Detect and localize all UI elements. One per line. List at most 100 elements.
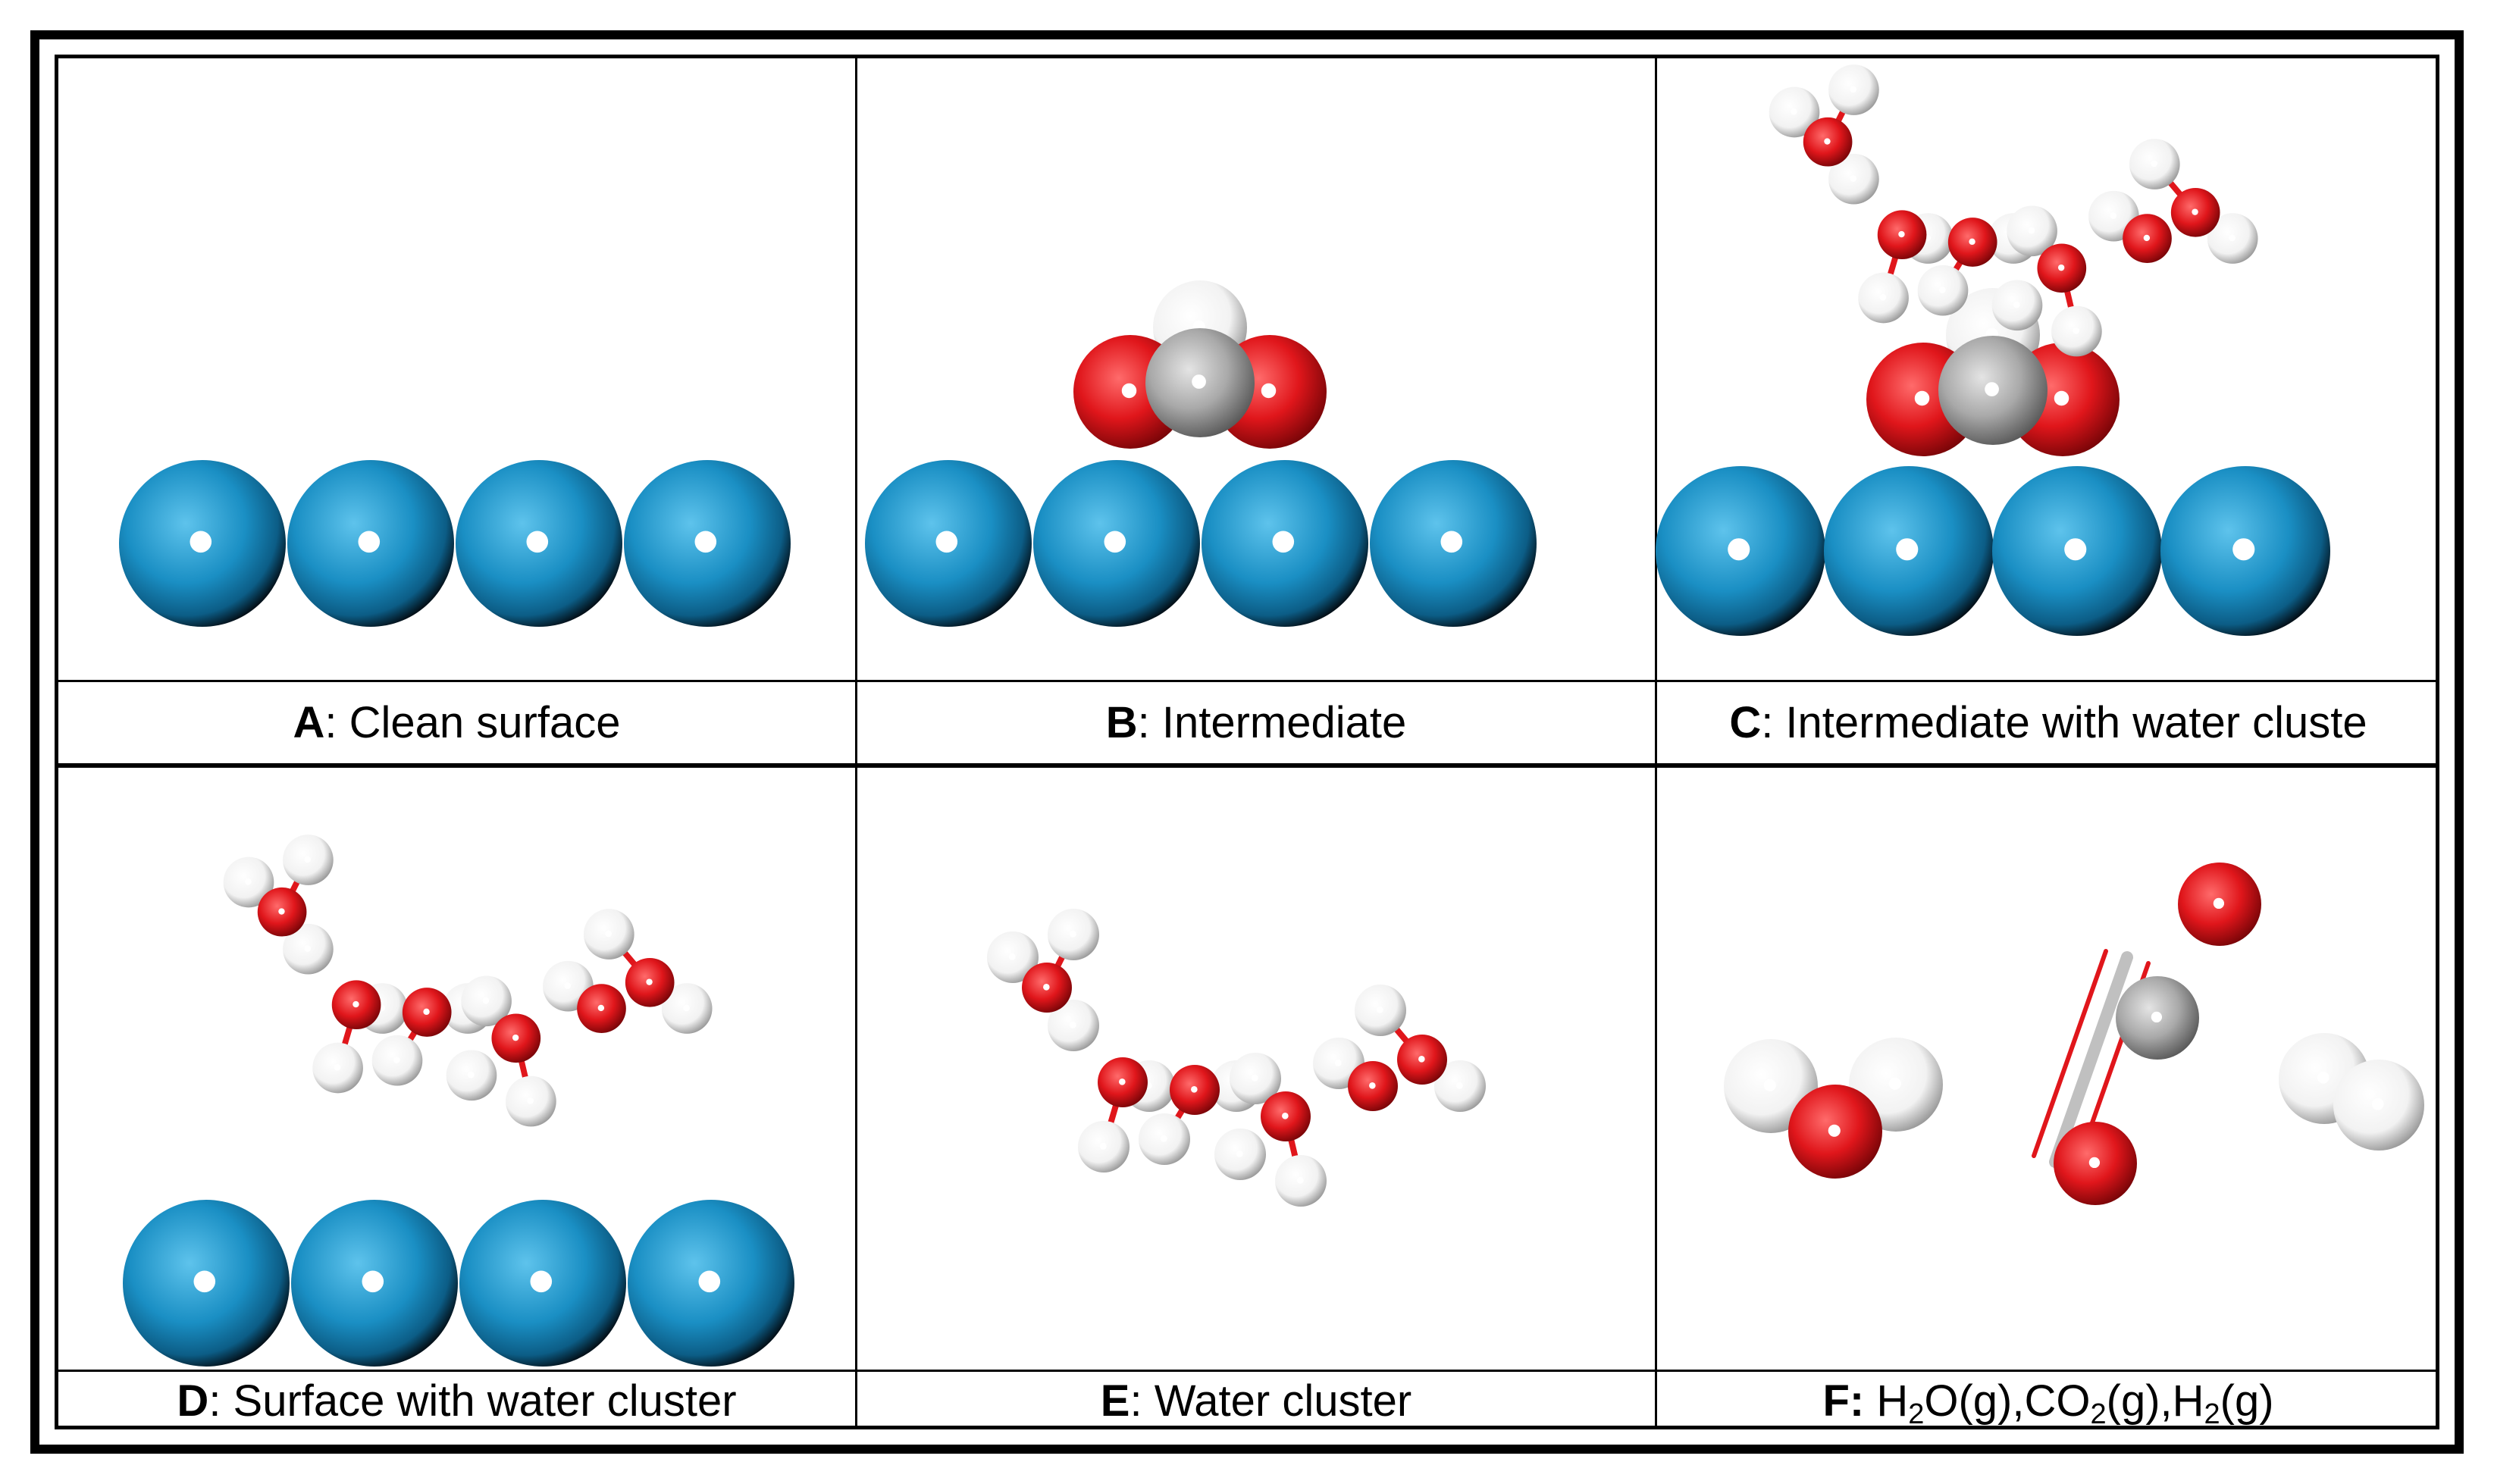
metal-atom <box>1824 466 1994 636</box>
panel-f-caption: F: H2O(g),CO2(g),H2(g) <box>1657 1372 2439 1429</box>
hydrogen-atom <box>283 923 334 975</box>
hydrogen-atom <box>283 834 334 885</box>
metal-atom <box>456 460 622 627</box>
oxygen-atom <box>1947 218 1997 267</box>
hydrogen-atom <box>2207 213 2258 264</box>
hydrogen-atom <box>1078 1121 1130 1172</box>
panel-a-caption: A: Clean surface <box>58 682 855 763</box>
h2-label: H2(g) <box>2172 1376 2274 1430</box>
hydrogen-atom <box>987 931 1039 983</box>
oxygen-atom <box>2123 214 2172 263</box>
metal-atom <box>2160 466 2330 636</box>
grid-divider <box>58 1370 2436 1372</box>
figure-frame: A: Clean surface B: Intermediate C: Inte… <box>30 30 2464 1454</box>
hydrogen-atom <box>661 983 713 1034</box>
panel-b-image <box>865 280 1537 627</box>
hydrogen-atom <box>2333 1060 2424 1151</box>
hydrogen-atom <box>1230 1053 1281 1104</box>
oxygen-atom <box>1348 1061 1398 1111</box>
hydrogen-atom <box>371 1035 423 1086</box>
hydrogen-atom <box>1991 280 2043 331</box>
metal-atom <box>1370 460 1537 627</box>
caption-colon: : <box>1849 1376 1865 1426</box>
h2o-label: H2O(g), <box>1876 1376 2025 1430</box>
oxygen-atom <box>1261 1091 1311 1141</box>
oxygen-atom <box>257 887 307 937</box>
bond <box>2049 951 2133 1168</box>
hydrogen-atom <box>1828 64 1879 115</box>
panel-letter: F <box>1822 1376 1850 1426</box>
metal-atom <box>865 460 1032 627</box>
hydrogen-atom <box>446 1050 497 1101</box>
hydrogen-atom <box>1828 153 1879 205</box>
oxygen-atom <box>1098 1057 1148 1107</box>
hydrogen-atom <box>2129 139 2180 189</box>
panel-letter: D <box>177 1376 209 1426</box>
oxygen-atom <box>331 980 381 1030</box>
hydrogen-atom <box>223 856 274 908</box>
hydrogen-atom <box>506 1075 556 1127</box>
metal-atom <box>1656 466 1825 636</box>
carbon-atom <box>1938 336 2048 445</box>
oxygen-atom <box>2170 187 2220 237</box>
oxygen-atom <box>2037 243 2087 293</box>
panel-letter: B <box>1105 698 1138 747</box>
caption-text: : Clean surface <box>324 698 621 747</box>
oxygen-atom <box>1022 963 1072 1013</box>
metal-atom <box>291 1200 458 1367</box>
oxygen-atom <box>1788 1085 1882 1179</box>
panel-a-image <box>119 460 791 627</box>
metal-atom <box>628 1200 794 1367</box>
hydrogen-atom <box>312 1042 363 1094</box>
oxygen-atom <box>2178 863 2261 946</box>
panel-d-caption: D: Surface with water cluster <box>58 1372 855 1429</box>
caption-text: : Intermediate <box>1137 698 1407 747</box>
hydrogen-atom <box>1917 265 1969 316</box>
hydrogen-atom <box>1048 1000 1099 1051</box>
panel-letter: E <box>1100 1376 1130 1426</box>
bond <box>2032 949 2108 1158</box>
panel-e-image <box>987 909 1486 1207</box>
metal-atom <box>119 460 286 627</box>
caption-text: : Water cluster <box>1130 1376 1412 1426</box>
hydrogen-atom <box>2051 305 2102 357</box>
panel-d-image <box>123 834 794 1367</box>
caption-text: : Surface with water cluster <box>208 1376 737 1426</box>
hydrogen-atom <box>1139 1113 1190 1165</box>
hydrogen-atom <box>2007 205 2057 257</box>
grid-divider <box>58 680 2436 682</box>
grid-divider <box>1655 58 1657 1426</box>
oxygen-atom <box>577 984 626 1033</box>
metal-atom <box>287 460 454 627</box>
grid-divider <box>855 58 857 1426</box>
metal-atom <box>1992 466 2162 636</box>
oxygen-atom <box>491 1013 541 1063</box>
metal-atom <box>624 460 791 627</box>
oxygen-atom <box>402 988 452 1037</box>
hydrogen-atom <box>1214 1129 1266 1180</box>
hydrogen-atom <box>583 909 634 960</box>
caption-text: : Intermediate with water cluste <box>1761 698 2367 747</box>
hydrogen-atom <box>1769 86 1820 138</box>
oxygen-atom <box>1877 210 1927 260</box>
co2-label: CO2(g), <box>2024 1376 2173 1430</box>
hydrogen-atom <box>1434 1060 1486 1112</box>
carbon-atom <box>2116 976 2199 1060</box>
grid-divider <box>58 763 2436 768</box>
panel-e-caption: E: Water cluster <box>857 1372 1655 1429</box>
metal-atom <box>1033 460 1200 627</box>
panel-b-caption: B: Intermediate <box>857 682 1655 763</box>
panel-grid: A: Clean surface B: Intermediate C: Inte… <box>55 55 2439 1429</box>
oxygen-atom <box>1803 117 1853 167</box>
hydrogen-atom <box>1858 272 1909 324</box>
panel-c-caption: C: Intermediate with water cluste <box>1657 682 2439 763</box>
hydrogen-atom <box>461 975 512 1027</box>
metal-atom <box>123 1200 290 1367</box>
panel-letter: C <box>1729 698 1762 747</box>
hydrogen-atom <box>1275 1155 1327 1207</box>
metal-atom <box>1202 460 1368 627</box>
panel-f-image <box>1724 863 2424 1205</box>
oxygen-atom <box>625 957 675 1007</box>
oxygen-atom <box>1170 1065 1220 1115</box>
hydrogen-atom <box>1355 985 1406 1036</box>
